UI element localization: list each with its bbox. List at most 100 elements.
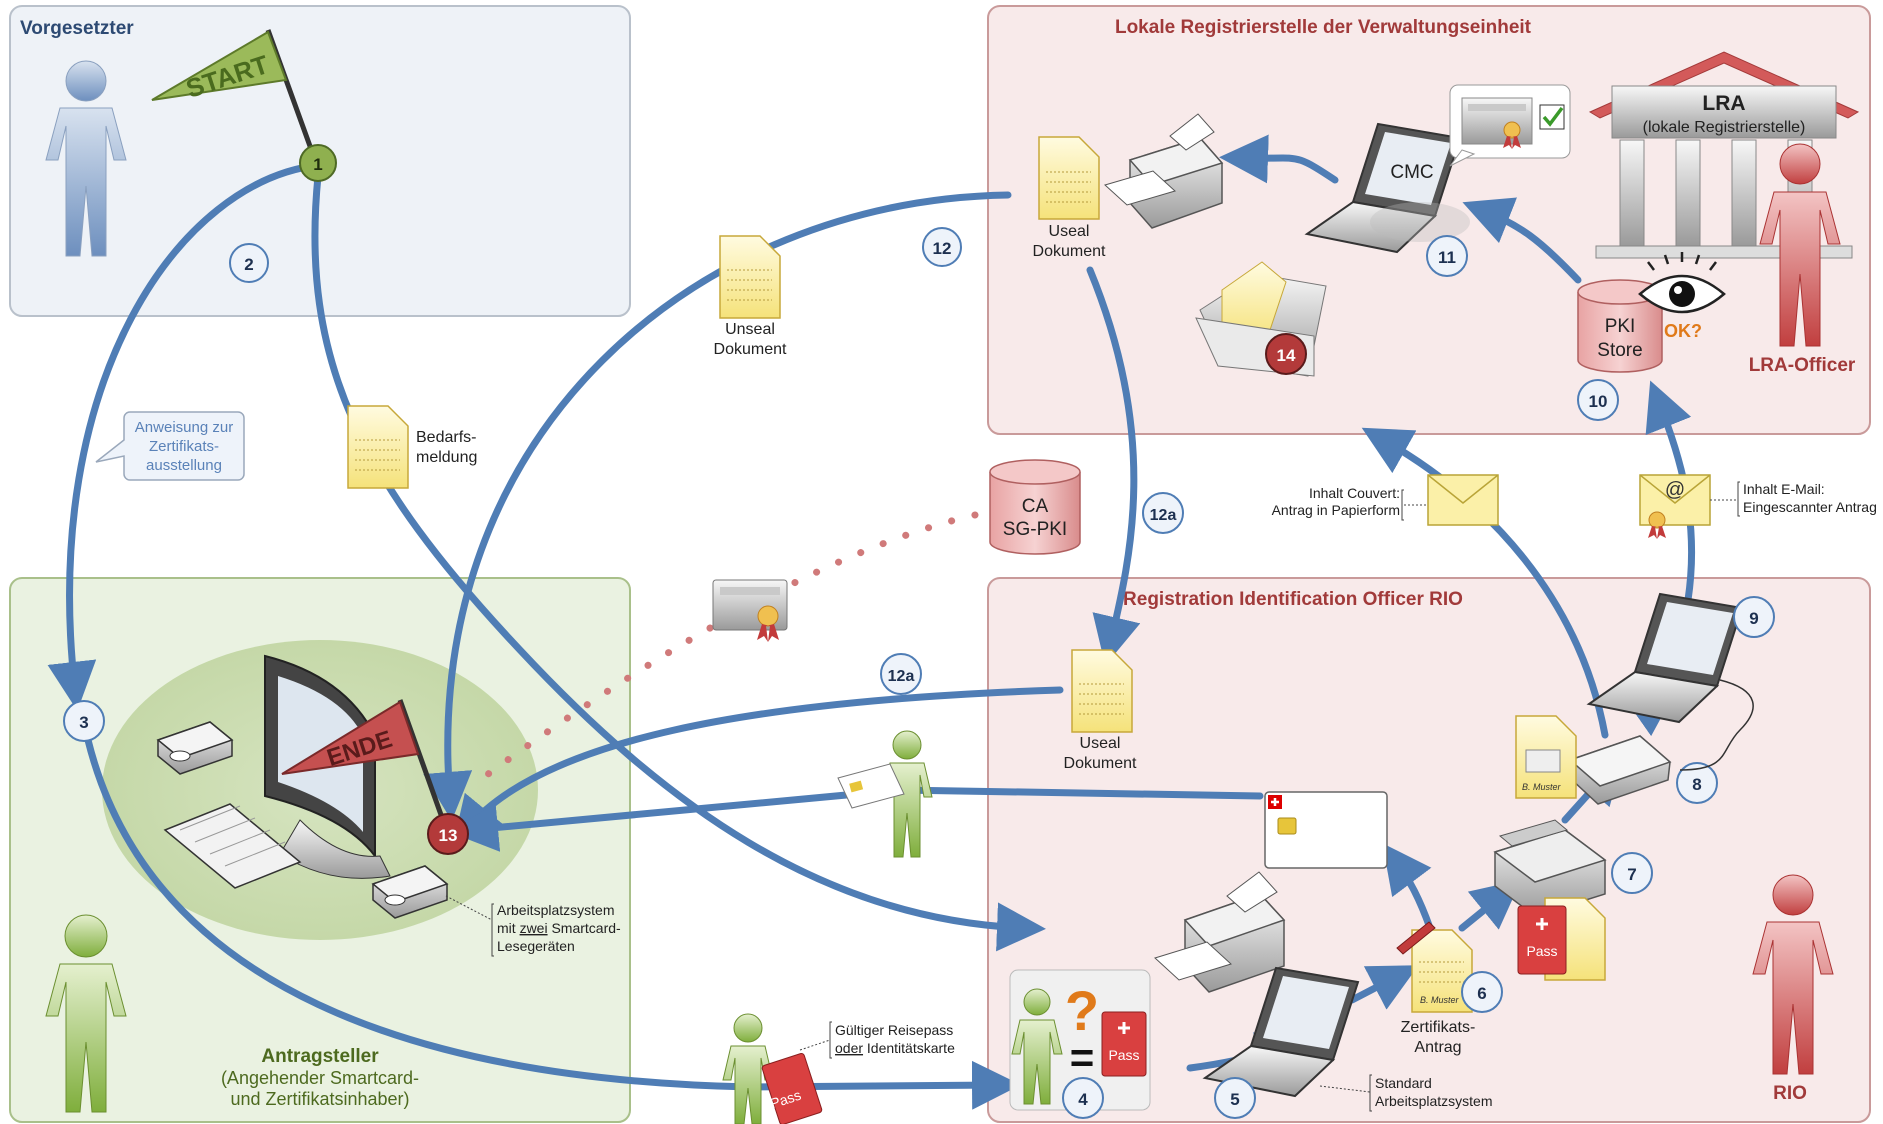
svg-text:12a: 12a [888,668,915,685]
arrow-to-card [1382,843,1434,932]
arrow-12 [423,191,1012,821]
step-badge-12a-top: 12a [1142,492,1184,534]
scanner-icon [1568,735,1672,805]
cmc-laptop-icon: CMC [1304,122,1470,254]
couvert-envelope-icon [1427,474,1499,526]
card-reader-icon-right [371,865,449,919]
step-badge-9: 9 [1733,596,1775,638]
zertifikats-antrag-document-icon: B. Muster Zertifikats- Antrag [1396,921,1476,1056]
eye-icon: OK? [1638,252,1726,341]
bedarfs-label-2: meldung [416,449,477,466]
step-badge-7: 7 [1611,852,1653,894]
scan-signature: B. Muster [1522,782,1562,792]
pki-label-2: Store [1597,340,1642,361]
smartcard-icon [1264,791,1388,869]
step-badge-2: 2 [229,243,269,283]
step-badge-1: 1 [299,144,337,182]
bedarfs-label-1: Bedarfs- [416,429,476,446]
svg-text:9: 9 [1749,609,1758,628]
bedarfsmeldung-document-icon: Bedarfs- meldung [347,405,477,489]
printer-lra-icon [1104,113,1224,229]
rio-printer-icon [1154,871,1286,993]
step-badge-14: 14 [1265,333,1307,375]
courier-person-icon [837,730,933,858]
unseal-document-icon: Unseal Dokument [714,235,787,358]
rio-person-icon: RIO [1752,874,1834,1104]
svg-text:12: 12 [933,239,952,258]
arrow-3 [84,736,1021,1110]
zertifikats-antrag-label-1: Zertifikats- [1401,1019,1476,1036]
reisepass-label-2: oder Identitätskarte [835,1040,955,1056]
ca-label-1: CA [1022,496,1049,517]
email-label-1: Inhalt E-Mail: [1743,481,1825,497]
step-badge-12a-left: 12a [880,653,922,695]
arrow-12a-down [1086,266,1141,666]
reisepass-label-1: Gültiger Reisepass [835,1022,953,1038]
couvert-caption: Inhalt Couvert: Antrag in Papierform [1272,485,1428,521]
svg-text:?: ? [1065,979,1099,1042]
svg-text:14: 14 [1277,346,1296,365]
ok-label: OK? [1664,321,1702,341]
cmc-label: CMC [1390,162,1433,183]
useal-rio-label-2: Dokument [1064,755,1137,772]
arbeitsplatz-label-3: Lesegeräten [497,938,575,954]
lra-building-icon: LRA (lokale Registrierstelle) [1588,51,1860,259]
rio-label: RIO [1773,1083,1807,1104]
svg-text:4: 4 [1078,1090,1088,1109]
step-badge-8: 8 [1676,762,1718,804]
arrow-couvert [1361,427,1609,739]
email-envelope-icon: @ [1639,474,1711,539]
useal-document-rio-icon: Useal Dokument [1064,649,1137,772]
ca-label-2: SG-PKI [1003,519,1067,540]
zone-title-vorgesetzter: Vorgesetzter [20,18,134,39]
step-badge-13: 13 [427,813,469,855]
svg-text:=: = [1070,1034,1095,1081]
standard-label-2: Arbeitsplatzsystem [1375,1093,1492,1109]
step-badge-3: 3 [63,700,105,742]
zone-title-lra: Lokale Registrierstelle der Verwaltungse… [1115,17,1532,38]
svg-text:1: 1 [313,155,322,174]
svg-text:10: 10 [1589,392,1608,411]
unseal-label-2: Dokument [714,341,787,358]
useal-lra-label-2: Dokument [1033,243,1106,260]
couvert-label-2: Antrag in Papierform [1272,502,1400,518]
zertifikats-antrag-label-2: Antrag [1414,1039,1461,1056]
zone-title-antragsteller: Antragsteller [261,1046,379,1067]
step-badge-5: 5 [1214,1077,1256,1119]
arrow-10 [1462,197,1582,284]
step-badge-6: 6 [1461,971,1503,1013]
arbeitsplatz-label-2: mit zwei Smartcard- [497,920,621,936]
arrow-11 [1219,134,1339,184]
svg-text:5: 5 [1230,1090,1239,1109]
vorgesetzter-person-icon [45,60,127,257]
svg-text:8: 8 [1692,775,1701,794]
svg-text:13: 13 [439,826,458,845]
pass-label-4: Pass [1108,1047,1139,1063]
ca-database-icon: CA SG-PKI [989,459,1081,555]
useal-rio-label-1: Useal [1080,735,1121,752]
useal-document-lra-icon: Useal Dokument [1033,136,1106,260]
zone-subtitle-1: (Angehender Smartcard- [221,1068,419,1088]
arbeitsplatz-label-1: Arbeitsplatzsystem [497,902,614,918]
passport-doc-7: Pass [1517,897,1606,981]
antragsteller-person-icon [45,914,127,1113]
arrow-2 [47,161,324,711]
reisepass-caption: Gültiger Reisepass oder Identitätskarte [799,1021,955,1059]
svg-text:12a: 12a [1150,507,1177,524]
copier-icon [1493,819,1607,917]
card-reader-icon-left [156,721,234,775]
arrow-bedarf [311,172,1046,952]
anweisung-line-3: ausstellung [146,457,222,474]
couvert-label-1: Inhalt Couvert: [1309,485,1400,501]
svg-text:3: 3 [79,713,88,732]
identity-check-box: ? = Pass [1009,969,1151,1111]
anweisung-callout: Anweisung zur Zertifikats- ausstellung [95,411,245,481]
antrag-signature: B. Muster [1420,995,1460,1005]
step-badge-11: 11 [1426,235,1468,277]
lra-officer-label: LRA-Officer [1749,355,1856,376]
keyboard-icon [163,803,302,889]
email-label-2: Eingescannter Antrag [1743,499,1877,515]
ca-certificate-icon [712,579,788,642]
flow-arrows [47,134,1696,1110]
